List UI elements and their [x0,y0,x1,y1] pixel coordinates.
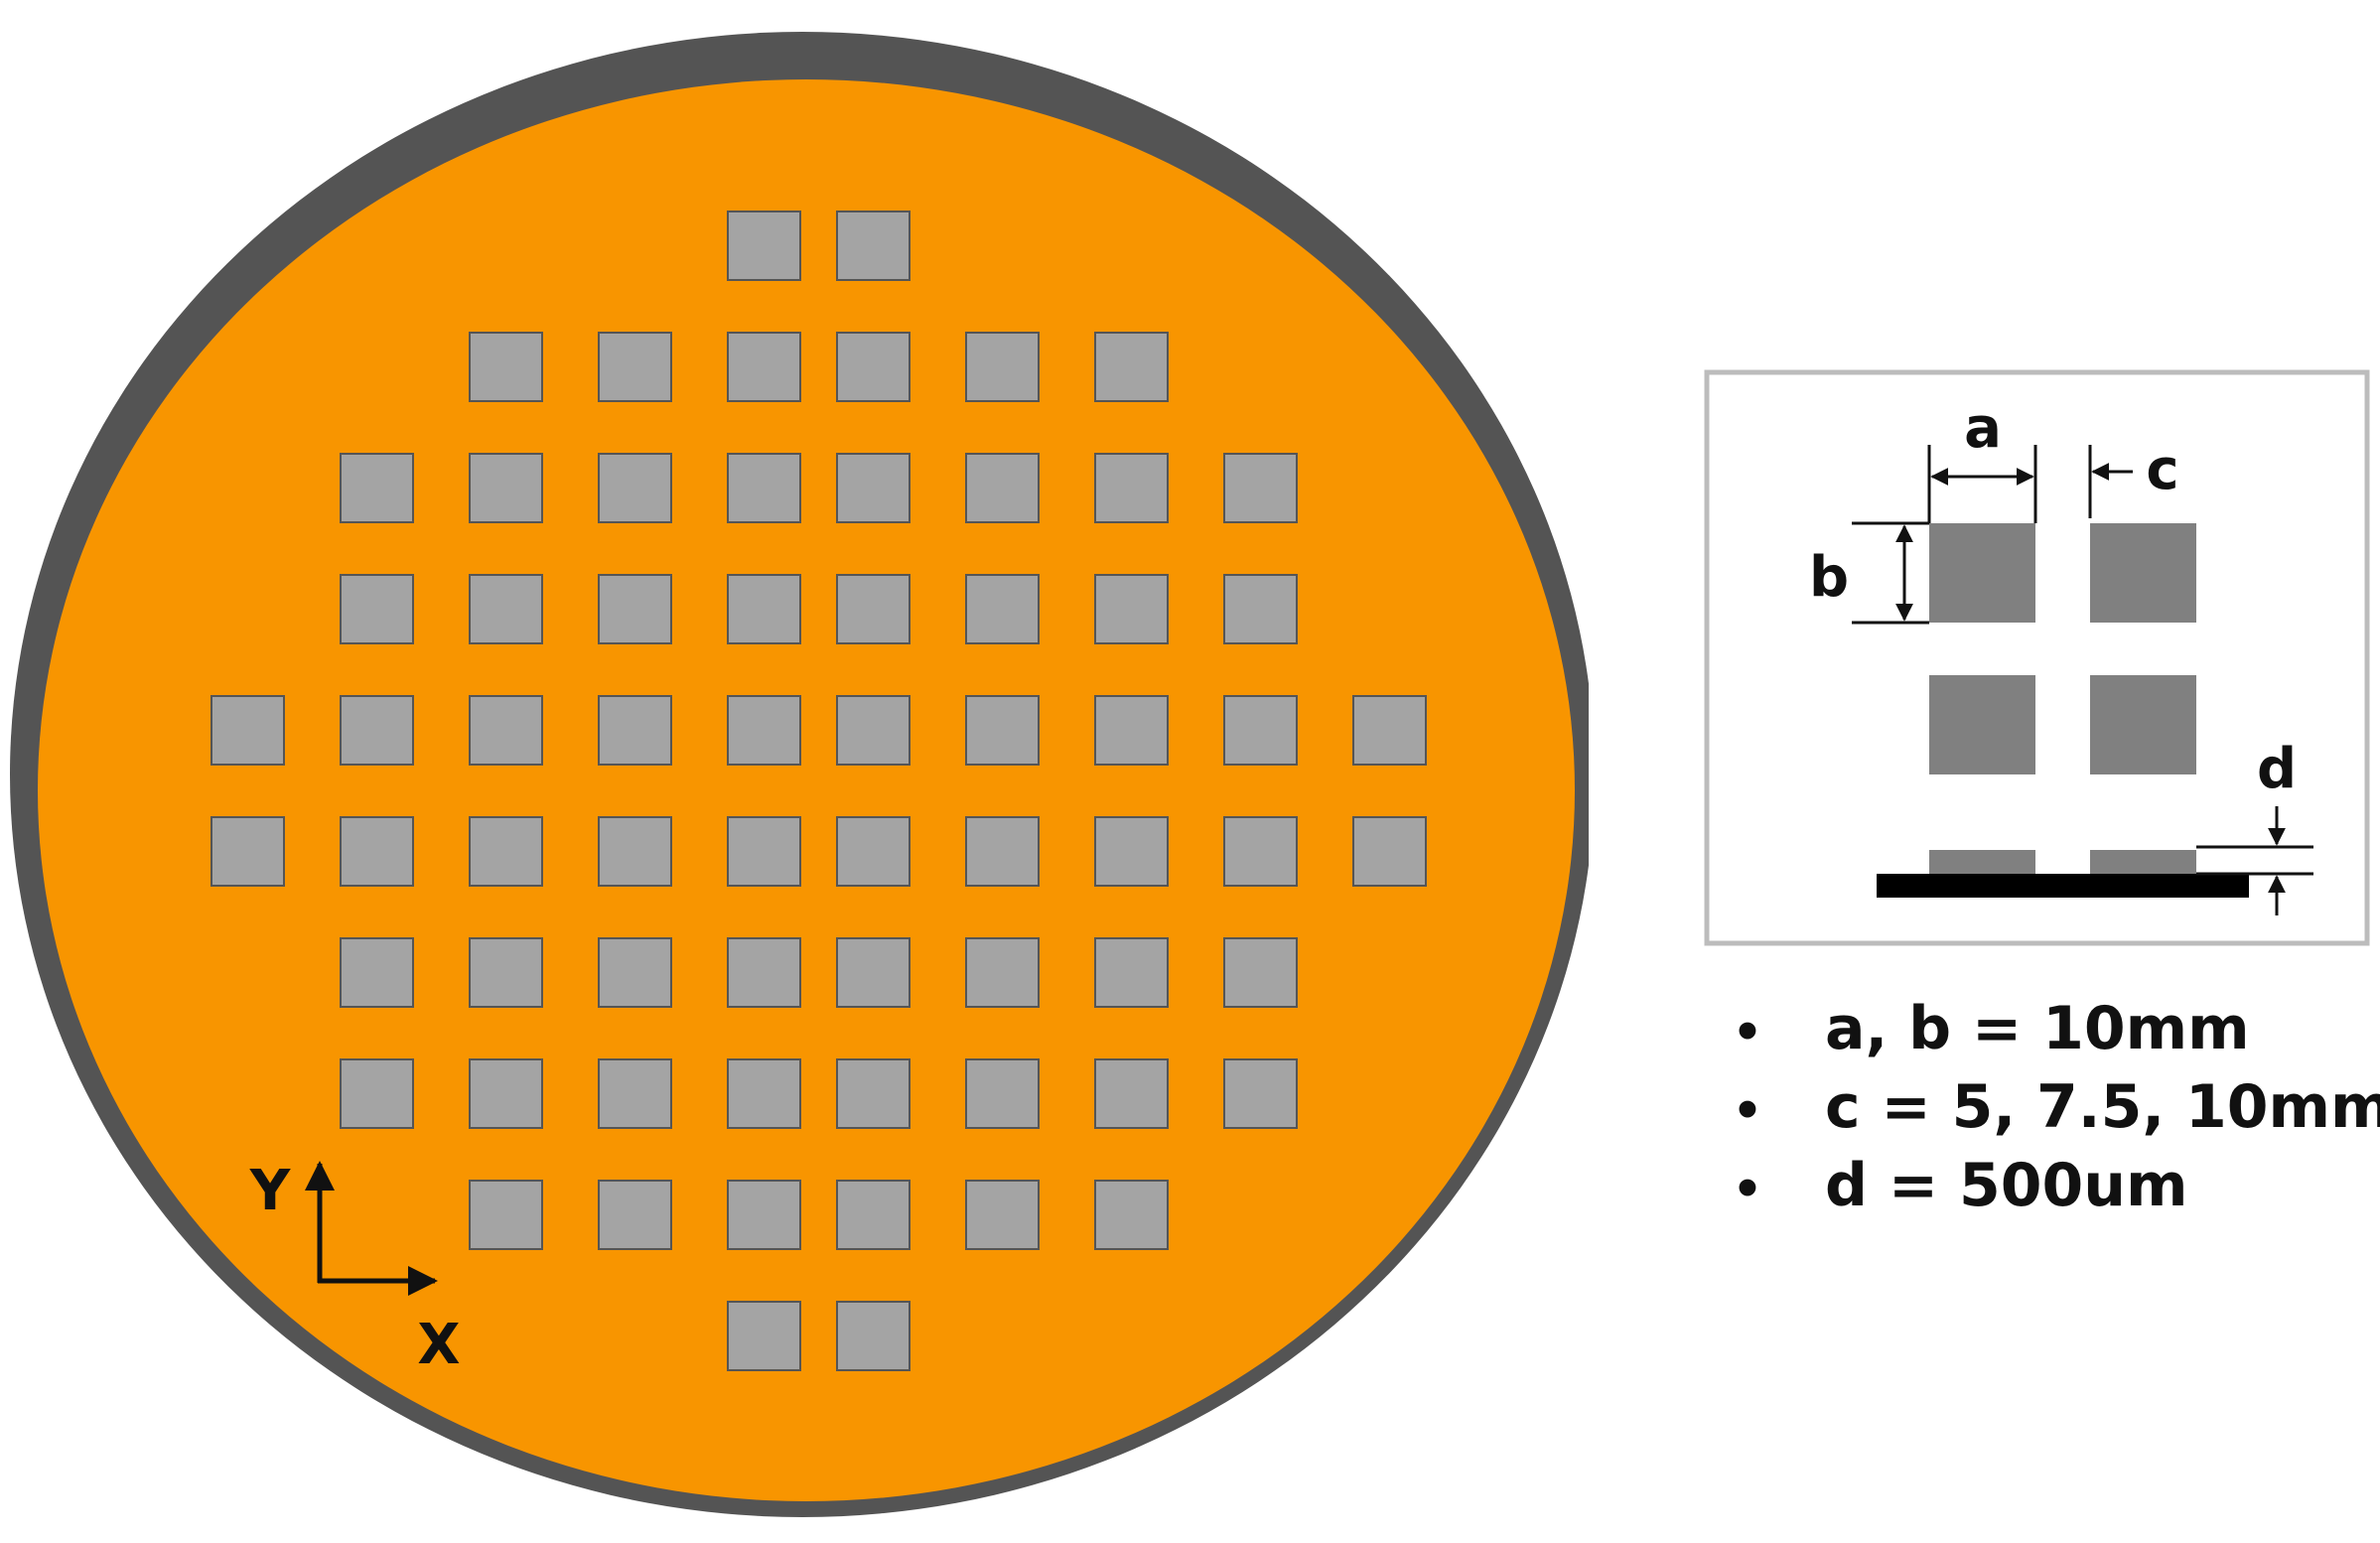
wafer-die [469,937,543,1008]
wafer-die [836,574,910,644]
spec-item: d = 500um [1825,1151,2187,1220]
die-grid [210,210,1427,1371]
wafer-die [1352,816,1427,887]
side-view-die [2090,850,2196,874]
wafer-die [469,453,543,523]
wafer-die [965,453,1040,523]
spec-list: • a, b = 10mm • c = 5, 7.5, 10mm • d = 5… [1733,994,2380,1220]
detail-die [1929,523,2035,623]
wafer-die [1352,695,1427,766]
detail-die [2090,675,2196,774]
detail-die [2090,523,2196,623]
wafer-die [727,1058,801,1129]
wafer-die [1094,332,1169,402]
wafer-die [727,816,801,887]
wafer-die [836,210,910,281]
wafer-die [965,1180,1040,1250]
wafer-die [727,332,801,402]
wafer-surface [38,79,1575,1501]
wafer-die [340,1058,414,1129]
wafer-die [965,1058,1040,1129]
wafer-die [836,695,910,766]
dimension-detail-inset: a b c d [1704,369,2370,946]
spec-bullet: • [1733,1162,1763,1217]
wafer-die [1094,574,1169,644]
spec-item: c = 5, 7.5, 10mm [1825,1072,2380,1142]
wafer-die [836,1180,910,1250]
wafer-die [727,937,801,1008]
wafer-die [1094,1058,1169,1129]
spec-item: a, b = 10mm [1825,994,2250,1063]
dimension-d-label: d [2257,737,2297,801]
wafer-die [340,453,414,523]
dimension-b-label: b [1809,545,1849,610]
wafer-die [1223,695,1298,766]
spec-bullet: • [1733,1005,1763,1060]
wafer-die [965,937,1040,1008]
wafer-die [727,1301,801,1371]
wafer-die [598,937,672,1008]
wafer-die [598,1058,672,1129]
wafer-die [1223,453,1298,523]
wafer-die [1223,1058,1298,1129]
substrate-bar [1877,874,2249,898]
wafer-die [469,1180,543,1250]
wafer-die [965,816,1040,887]
wafer-die [727,453,801,523]
y-axis-label: Y [249,1159,292,1223]
wafer-die [1094,937,1169,1008]
wafer-die [965,574,1040,644]
wafer-die [1094,695,1169,766]
wafer-die [598,453,672,523]
wafer-die [1094,1180,1169,1250]
wafer-die [1094,816,1169,887]
wafer-die [340,816,414,887]
x-axis-label: X [417,1313,460,1377]
wafer-die [836,453,910,523]
wafer-die [727,574,801,644]
wafer-die [469,816,543,887]
wafer-die [836,1058,910,1129]
wafer-die [598,1180,672,1250]
dimension-a-label: a [1964,396,2002,461]
wafer-die [598,816,672,887]
wafer-die [598,332,672,402]
wafer-die [598,695,672,766]
side-view-die [1929,850,2035,874]
dimension-c-label: c [2146,438,2178,502]
spec-bullet: • [1733,1083,1763,1139]
wafer-die [340,937,414,1008]
wafer-die [836,937,910,1008]
wafer-die [836,816,910,887]
wafer-die [210,695,285,766]
wafer-die [340,695,414,766]
wafer-die [965,695,1040,766]
wafer-die [727,210,801,281]
wafer-die [965,332,1040,402]
wafer-die [598,574,672,644]
detail-die [1929,675,2035,774]
wafer-die [1223,574,1298,644]
wafer-die [1223,937,1298,1008]
xy-axes-indicator: Y X [249,1159,461,1377]
wafer-die [727,695,801,766]
wafer-die [836,332,910,402]
wafer-die [727,1180,801,1250]
wafer-die [469,695,543,766]
wafer-die [469,332,543,402]
wafer-die [210,816,285,887]
wafer-die [340,574,414,644]
wafer-die [469,574,543,644]
wafer-die [1223,816,1298,887]
wafer-die [469,1058,543,1129]
wafer: Y X [10,32,1589,1517]
wafer-die [1094,453,1169,523]
wafer-die [836,1301,910,1371]
